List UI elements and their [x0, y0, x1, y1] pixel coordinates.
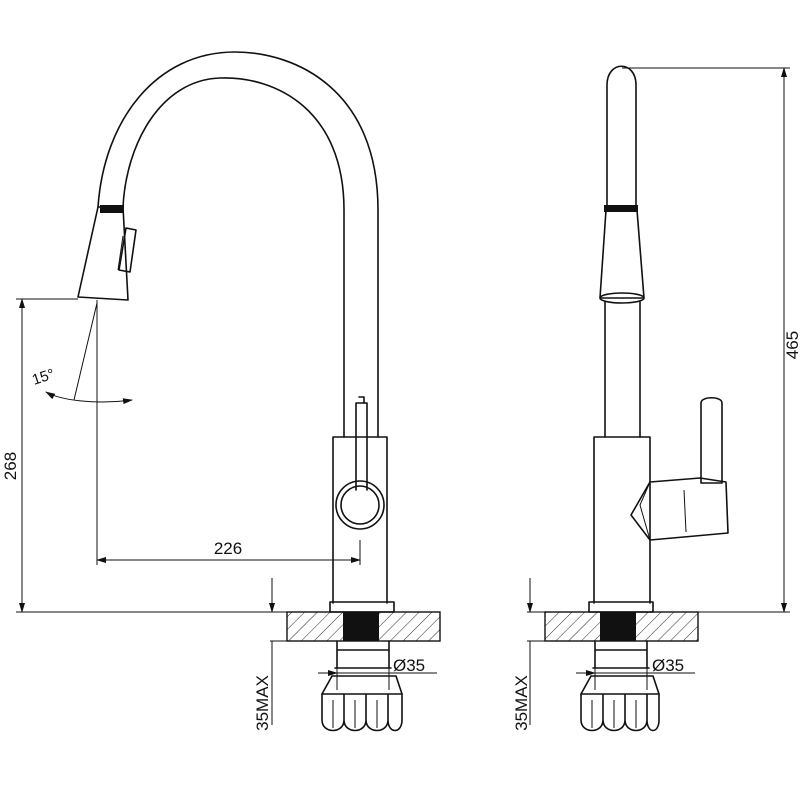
faucet-body-side: [593, 65, 729, 604]
dim-reach-226: 226: [96, 300, 361, 565]
dim-thickness-right: 35MAX: [512, 578, 545, 731]
dim-angle-15-label: 15°: [30, 366, 57, 389]
faucet-body-front: [332, 396, 388, 604]
base-ring-right: [588, 601, 654, 613]
dim-height-465: 465: [622, 67, 800, 613]
dim-reach-226-label: 226: [214, 539, 242, 558]
dim-height-268: 268: [1, 298, 287, 613]
dim-thickness-right-label: 35MAX: [512, 675, 531, 731]
countertop-right: [544, 611, 699, 642]
dim-hole-35-right-label: Ø35: [652, 656, 684, 675]
dim-thickness-left: 35MAX: [253, 578, 287, 731]
dim-hole-35-right: Ø35: [576, 656, 695, 690]
side-view: 465 Ø35 35MAX: [512, 65, 800, 732]
dim-thickness-left-label: 35MAX: [253, 675, 272, 731]
dim-angle-15: 15°: [30, 302, 133, 405]
mounting-shank-right: [580, 640, 660, 732]
dim-height-465-label: 465: [783, 331, 800, 359]
dim-height-268-label: 268: [1, 452, 20, 480]
mounting-shank-left: [321, 640, 403, 732]
gooseneck-spout-front: [77, 51, 379, 438]
dim-hole-35-left: Ø35: [318, 656, 437, 690]
countertop-left: [286, 611, 441, 642]
base-ring-left: [329, 601, 395, 613]
dim-hole-35-left-label: Ø35: [393, 656, 425, 675]
front-view: 268 226 15° Ø35 35MAX: [1, 51, 441, 732]
